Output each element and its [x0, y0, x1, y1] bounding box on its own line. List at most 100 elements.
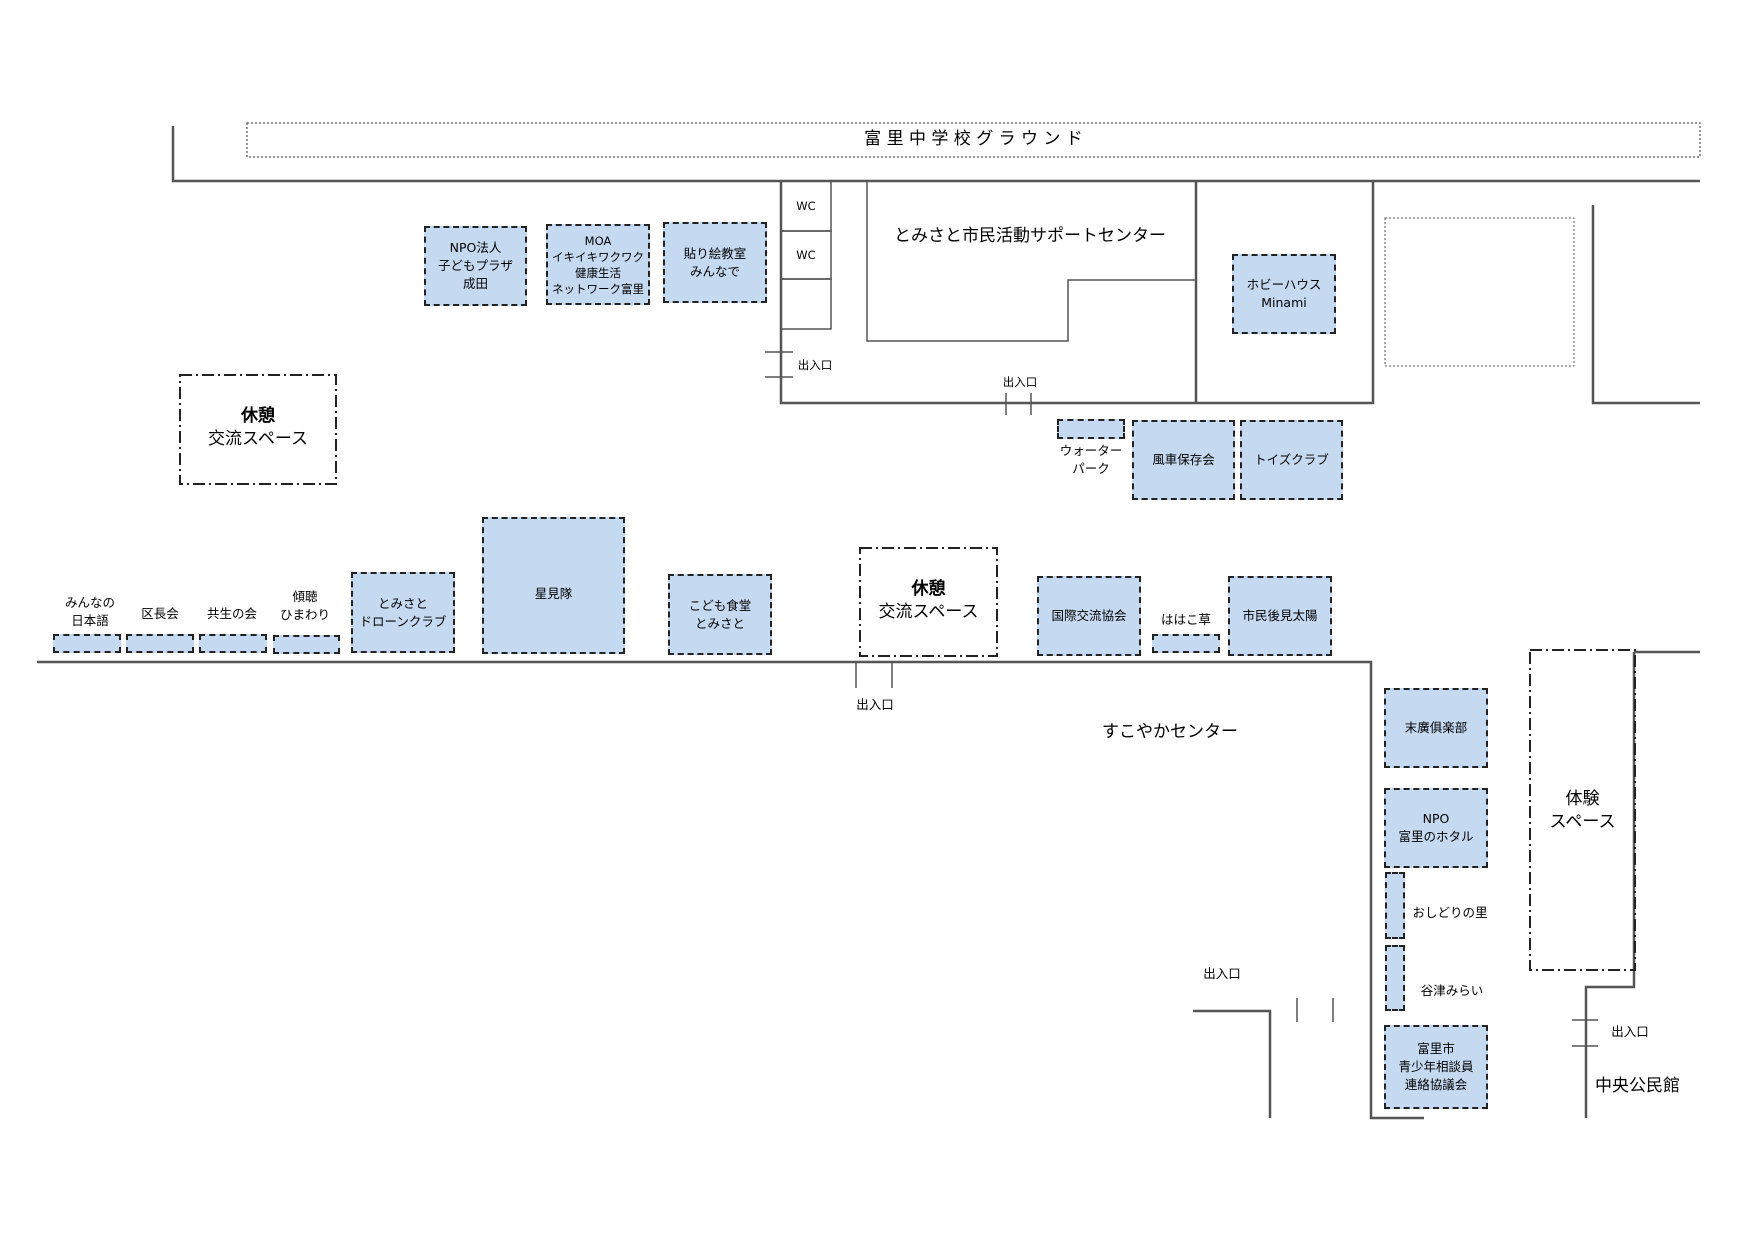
booth-text: 風車保存会: [1152, 452, 1215, 467]
kucho-label: 区長会: [141, 606, 179, 621]
booth-fusha[interactable]: 風車保存会: [1132, 420, 1235, 500]
keicho-label: 傾聴ひまわり: [270, 588, 340, 624]
booth-text: 青少年相談員: [1398, 1059, 1474, 1074]
booth-kodomo-shokudo[interactable]: こども食堂とみさと: [668, 574, 772, 655]
booth-harie[interactable]: 貼り絵教室みんなで: [663, 222, 767, 303]
booth-text: ネットワーク富里: [552, 281, 644, 296]
booth-keicho[interactable]: [273, 635, 340, 654]
wc-label-1: WC: [796, 199, 816, 213]
booth-text: とみさと: [377, 595, 428, 611]
yatsu-label: 谷津みらい: [1420, 983, 1484, 998]
chuo-kominkan-label: 中央公民館: [1595, 1076, 1680, 1096]
booth-hahako[interactable]: [1152, 634, 1220, 653]
booth-hobby-house[interactable]: ホビーハウス Minami: [1232, 254, 1336, 334]
booth-text: 日本語: [71, 613, 109, 628]
entrance-label-far-right: 出入口: [1611, 1024, 1649, 1039]
taiken-space: 体験 スペース: [1530, 788, 1635, 834]
nihongo-label: みんなの日本語: [50, 594, 130, 630]
booth-text: ウォーター: [1059, 443, 1123, 458]
booth-text: 子どもプラザ: [437, 258, 513, 273]
hahako-label: ははこ草: [1160, 612, 1211, 627]
booth-suehiro[interactable]: 末廣俱楽部: [1384, 688, 1488, 768]
booth-text: 連絡協議会: [1404, 1077, 1468, 1092]
rest-area-2-line2: 交流スペース: [878, 602, 979, 622]
rest-area-1-line1: 休憩: [241, 406, 275, 426]
booth-hoshimi[interactable]: 星見隊: [482, 517, 625, 654]
booth-text: ひまわり: [279, 607, 330, 622]
booth-text: Minami: [1261, 295, 1307, 310]
booth-seishonen[interactable]: 富里市青少年相談員連絡協議会: [1384, 1025, 1488, 1109]
booth-yatsu[interactable]: [1385, 945, 1405, 1011]
entrance-door-center: [1005, 393, 1032, 415]
booth-text: トイズクラブ: [1254, 452, 1329, 467]
booth-text: 傾聴: [292, 589, 318, 604]
booth-npo-kodomo-plaza[interactable]: NPO法人子どもプラザ成田: [424, 226, 527, 306]
booth-koken[interactable]: 市民後見太陽: [1228, 576, 1332, 656]
center-inner-wall: [866, 181, 1196, 342]
taiken-space-frame: [1529, 649, 1636, 971]
rest-area-1-line2: 交流スペース: [208, 429, 308, 449]
ground-label: 富 里 中 学 校 グ ラ ウ ン ド: [864, 129, 1083, 149]
entrance-door-far-right: [1572, 1019, 1598, 1047]
taiken-line1: 体験: [1565, 789, 1600, 809]
booth-kyosei[interactable]: [199, 634, 267, 653]
booth-toys-club[interactable]: トイズクラブ: [1240, 420, 1343, 500]
water-park-label: ウォーターパーク: [1050, 442, 1132, 478]
booth-text: 富里のホタル: [1398, 829, 1474, 844]
ground-boundary-wall: [171, 126, 1700, 183]
booth-text: NPO: [1422, 811, 1450, 826]
booth-text: ホビーハウス: [1246, 277, 1322, 292]
booth-text: イキイキワクワク: [552, 249, 644, 264]
storage-room: [780, 278, 832, 330]
booth-drone-club[interactable]: とみさとドローンクラブ: [351, 572, 455, 653]
booth-text: パーク: [1072, 461, 1110, 476]
sukoyaka-center-label: すこやかセンター: [1102, 722, 1238, 742]
rest-area-1-frame: [179, 374, 337, 485]
entrance-label-right: 出入口: [1203, 966, 1241, 981]
support-center-title: とみさと市民活動サポートセンター: [894, 226, 1166, 246]
kyosei-label: 共生の会: [206, 606, 257, 621]
entrance-door-right: [1296, 998, 1334, 1022]
booth-text: みんなで: [689, 263, 740, 279]
booth-text: NPO法人: [449, 240, 502, 255]
booth-text: 星見隊: [534, 586, 573, 601]
booth-water-park[interactable]: [1057, 419, 1125, 439]
entrance-label-center: 出入口: [1002, 375, 1038, 389]
rest-area-2-line1: 休憩: [911, 579, 946, 599]
booth-nihongo[interactable]: [53, 634, 121, 653]
booth-text: 成田: [462, 276, 488, 291]
right-building-wall: [1591, 205, 1700, 405]
entrance-door-left: [765, 351, 793, 378]
sukoyaka-lower-wall: [1193, 1009, 1272, 1118]
booth-text: 健康生活: [575, 265, 621, 280]
booth-text: こども食堂: [688, 597, 752, 613]
entrance-door-main: [855, 662, 893, 688]
right-dotted-area: [1384, 217, 1575, 367]
entrance-label-left: 出入口: [797, 358, 833, 372]
rest-area-1: 休憩 交流スペース: [180, 405, 336, 451]
wc-label-2: WC: [796, 248, 816, 262]
booth-text: 市民後見太陽: [1242, 608, 1318, 623]
booth-text: 国際交流協会: [1051, 608, 1127, 623]
booth-text: 末廣俱楽部: [1404, 720, 1468, 735]
taiken-line2: スペース: [1549, 812, 1616, 832]
booth-oshidori[interactable]: [1385, 872, 1405, 939]
booth-text: とみさと: [694, 615, 745, 631]
rest-area-2: 休憩 交流スペース: [860, 578, 997, 624]
entrance-label-main: 出入口: [856, 697, 894, 712]
booth-text: ドローンクラブ: [359, 613, 447, 629]
booth-kucho[interactable]: [126, 634, 194, 653]
rest-area-2-frame: [859, 547, 998, 657]
booth-kokusai[interactable]: 国際交流協会: [1037, 576, 1141, 656]
booth-text: 貼り絵教室: [683, 245, 747, 261]
booth-hotaru[interactable]: NPO 富里のホタル: [1384, 788, 1488, 868]
booth-text: 富里市: [1417, 1041, 1455, 1056]
booth-text: みんなの: [64, 595, 115, 610]
ground-label-box: [246, 122, 1701, 158]
oshidori-label: おしどりの里: [1412, 905, 1488, 920]
booth-text: MOA: [584, 233, 612, 248]
chuo-wall: [1584, 652, 1636, 1118]
sukoyaka-wall: [37, 660, 1424, 1120]
